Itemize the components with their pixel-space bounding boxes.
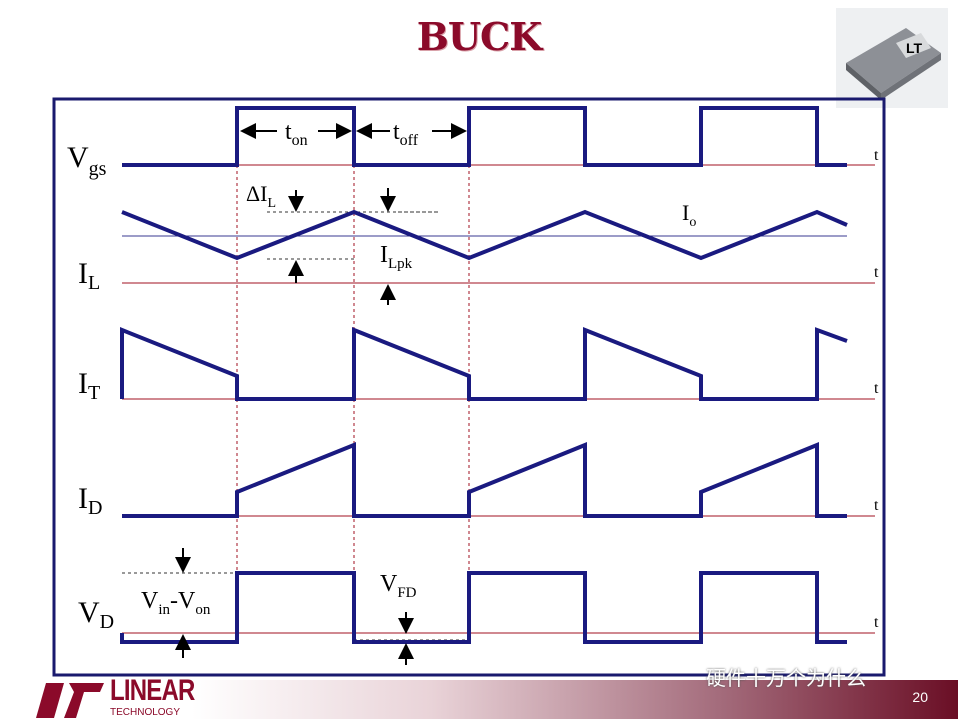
diagram-frame: [52, 97, 886, 677]
vgs-waveform: [122, 106, 847, 167]
svg-text:LT: LT: [906, 40, 923, 56]
it-label: IT: [78, 367, 100, 404]
time-axis-label: t: [874, 147, 879, 164]
footer-bar: [0, 680, 958, 719]
id-label: ID: [78, 482, 102, 519]
watermark: 硬件十万个为什么: [706, 666, 866, 690]
page-number: 20: [912, 689, 928, 705]
toff-label: toff: [393, 119, 419, 149]
vd-waveform: [120, 571, 847, 644]
vin-von-label: Vin-Von: [141, 588, 211, 618]
time-axis-label: t: [874, 614, 879, 631]
vgs-label: Vgs: [67, 141, 107, 180]
vd-label: VD: [78, 596, 114, 633]
ilpk-label: ILpk: [380, 242, 413, 272]
time-axis-label: t: [874, 380, 879, 397]
chip-image: LT: [836, 8, 948, 108]
time-axis-label: t: [874, 264, 879, 281]
il-label: IL: [78, 257, 100, 294]
il-waveform: [121, 209, 848, 261]
dimension-arrows: [175, 123, 467, 665]
vfd-label: VFD: [380, 571, 417, 601]
logo-subtext: TECHNOLOGY: [110, 707, 181, 718]
id-waveform: [122, 442, 847, 518]
delta-il-label: ΔIL: [246, 181, 276, 211]
io-label: Io: [682, 200, 696, 230]
ton-label: ton: [285, 119, 308, 149]
time-axis-label: t: [874, 497, 879, 514]
it-waveform: [120, 327, 848, 401]
slide-title: BUCK: [416, 14, 543, 59]
logo-text: LINEAR: [110, 674, 195, 707]
linear-logo-icon: [36, 683, 104, 718]
